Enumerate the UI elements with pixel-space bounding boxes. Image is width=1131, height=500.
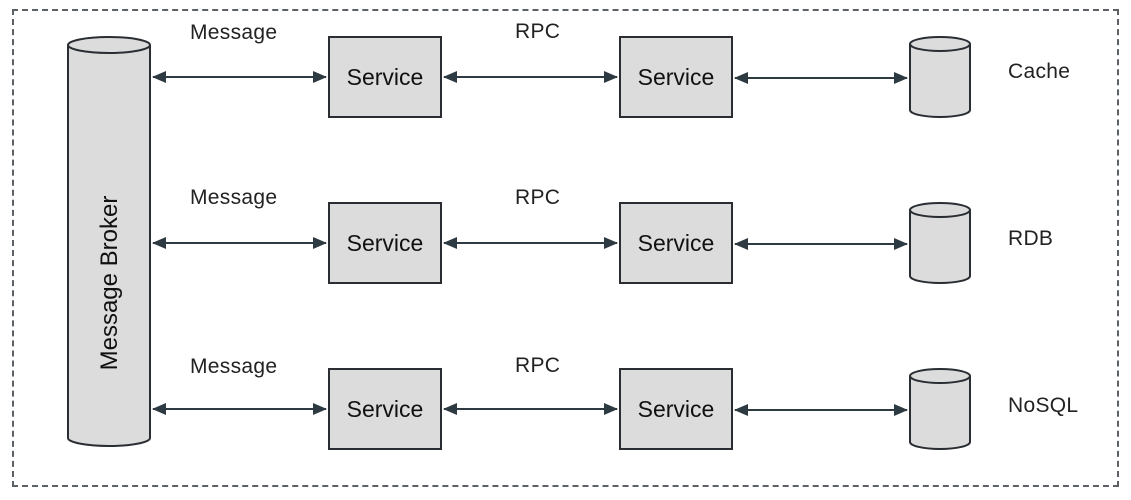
service-box bbox=[619, 36, 733, 118]
service-box bbox=[328, 36, 442, 118]
message-label: Message bbox=[190, 21, 278, 44]
service-label: Service bbox=[637, 395, 715, 422]
message-broker-label: Message Broker bbox=[96, 195, 123, 371]
rdb-label: RDB bbox=[1008, 227, 1054, 250]
nosql-cylinder bbox=[909, 368, 971, 450]
rpc-label: RPC bbox=[515, 186, 561, 209]
rdb-cylinder bbox=[909, 202, 971, 284]
service-label: Service bbox=[346, 63, 424, 90]
service-label: Service bbox=[346, 395, 424, 422]
service-box bbox=[328, 202, 442, 284]
nosql-label: NoSQL bbox=[1008, 394, 1079, 417]
row-cache bbox=[152, 36, 971, 118]
service-label: Service bbox=[637, 63, 715, 90]
cache-cylinder bbox=[909, 36, 971, 118]
row-rdb bbox=[152, 202, 971, 284]
service-label: Service bbox=[346, 229, 424, 256]
message-label: Message bbox=[190, 186, 278, 209]
service-label: Service bbox=[637, 229, 715, 256]
service-box bbox=[619, 202, 733, 284]
rpc-label: RPC bbox=[515, 20, 561, 43]
cache-label: Cache bbox=[1008, 60, 1071, 83]
service-box bbox=[619, 368, 733, 450]
message-label: Message bbox=[190, 355, 278, 378]
message-broker-cylinder bbox=[67, 36, 151, 447]
rpc-label: RPC bbox=[515, 354, 561, 377]
row-nosql bbox=[152, 368, 971, 450]
dashed-frame bbox=[12, 9, 1119, 487]
service-box bbox=[328, 368, 442, 450]
